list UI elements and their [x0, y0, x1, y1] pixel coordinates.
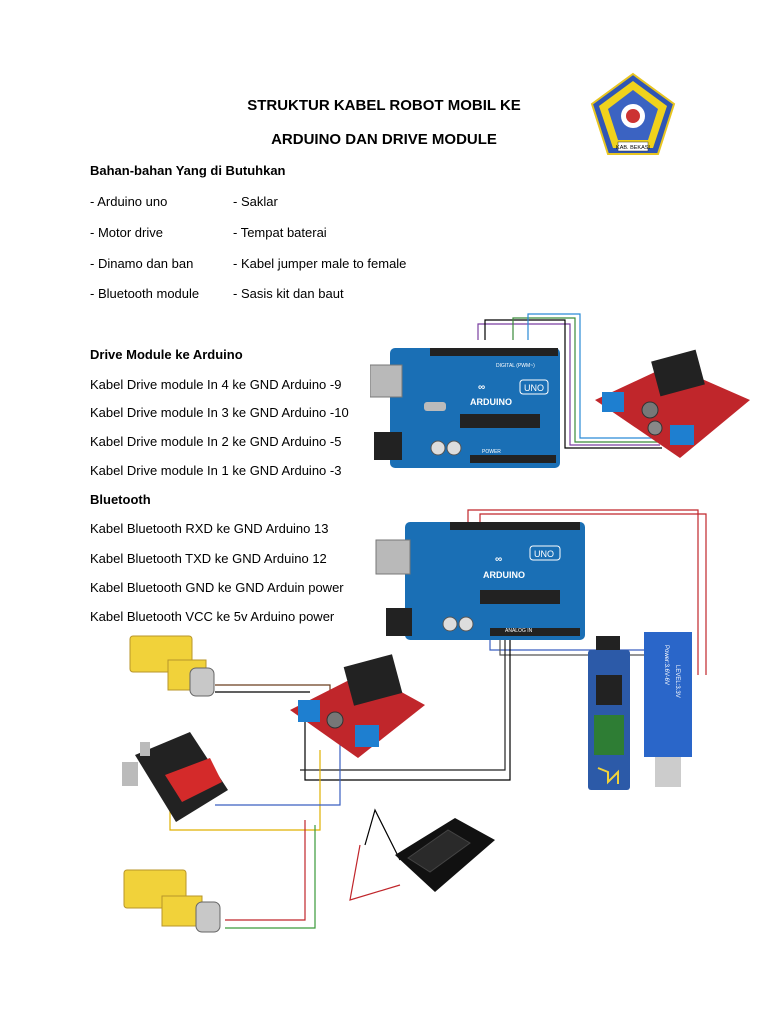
material-item: - Tempat baterai: [233, 225, 327, 240]
diagram-full-wiring: ∞ ARDUINO UNO ANALOG IN Power:3.6V-6V LE…: [122, 509, 707, 933]
bluetooth-line: Kabel Bluetooth GND ke GND Arduin power: [90, 580, 344, 595]
bluetooth-line: Kabel Bluetooth VCC ke 5v Arduino power: [90, 609, 335, 624]
drive-heading: Drive Module ke Arduino: [90, 347, 243, 362]
bluetooth-heading: Bluetooth: [90, 492, 151, 507]
material-item: - Motor drive: [90, 225, 163, 240]
drive-line: Kabel Drive module In 2 ke GND Arduino -…: [90, 434, 342, 449]
bluetooth-line: Kabel Bluetooth TXD ke GND Arduino 12: [90, 551, 327, 566]
school-logo: KAB. BEKASI: [590, 72, 676, 155]
level-spec-text: LEVEL:3.3V: [674, 665, 680, 698]
material-item: - Saklar: [233, 194, 278, 209]
material-item: - Bluetooth module: [90, 286, 200, 301]
material-item: - Arduino uno: [90, 194, 168, 209]
bluetooth-module-hc: [588, 636, 630, 790]
diagram-arduino-drive: ∞ ARDUINO UNO DIGITAL (PWM~) POWER: [370, 313, 750, 468]
arduino-model-2: UNO: [534, 549, 554, 559]
battery-holder: [395, 818, 495, 892]
drive-line: Kabel Drive module In 1 ke GND Arduino -…: [90, 463, 342, 478]
drive-line: Kabel Drive module In 4 ke GND Arduino -…: [90, 377, 342, 392]
bluetooth-line: Kabel Bluetooth RXD ke GND Arduino 13: [90, 521, 329, 536]
arduino-brand-1: ARDUINO: [470, 397, 512, 407]
logo-text: KAB. BEKASI: [616, 145, 650, 151]
material-item: - Sasis kit dan baut: [233, 286, 344, 301]
analog-label-2: ANALOG IN: [505, 628, 533, 634]
digital-label-1: DIGITAL (PWM~): [496, 363, 535, 369]
arduino-uno-board-1: ∞ ARDUINO UNO DIGITAL (PWM~) POWER: [370, 348, 560, 468]
dc-motor-1: [129, 635, 215, 697]
power-spec-text: Power:3.6V-6V: [663, 645, 669, 685]
power-label-1: POWER: [482, 449, 501, 455]
arduino-uno-board-2: ∞ ARDUINO UNO ANALOG IN: [375, 522, 585, 640]
page-title-line2: ARDUINO DAN DRIVE MODULE: [271, 131, 497, 148]
rocker-switch: [122, 732, 228, 822]
material-item: - Dinamo dan ban: [90, 256, 194, 271]
svg-text:∞: ∞: [478, 382, 485, 393]
page-title-line1: STRUKTUR KABEL ROBOT MOBIL KE: [247, 97, 521, 114]
motor-drive-module-2: [290, 654, 425, 758]
bluetooth-module-level: Power:3.6V-6V LEVEL:3.3V: [644, 632, 692, 787]
arduino-model-1: UNO: [524, 383, 544, 393]
arduino-brand-2: ARDUINO: [483, 570, 525, 580]
svg-text:∞: ∞: [495, 554, 502, 565]
materials-heading: Bahan-bahan Yang di Butuhkan: [90, 163, 286, 178]
material-item: - Kabel jumper male to female: [233, 256, 407, 271]
dc-motor-2: [123, 869, 221, 933]
drive-line: Kabel Drive module In 3 ke GND Arduino -…: [90, 405, 349, 420]
motor-drive-module-1: [595, 349, 750, 458]
